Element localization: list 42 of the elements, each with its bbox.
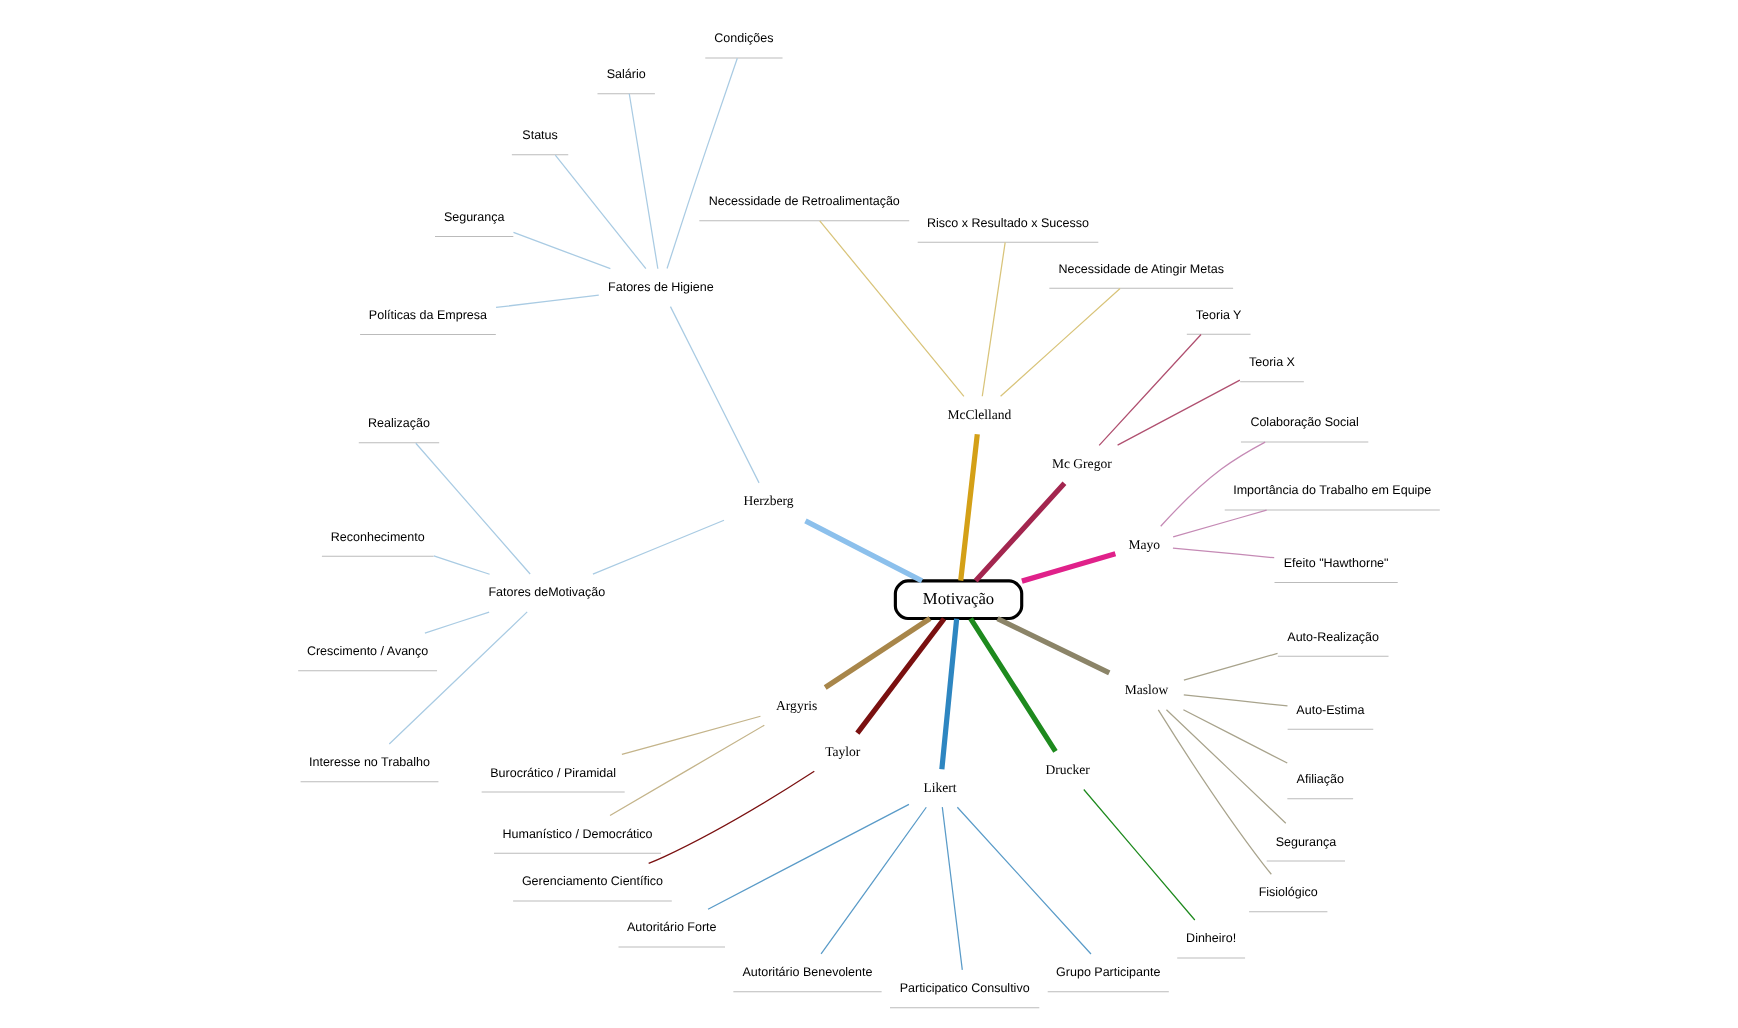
- connector: [1182, 709, 1288, 764]
- connector: [819, 220, 965, 398]
- connector: [956, 806, 1092, 955]
- connector: [804, 518, 924, 584]
- connector: [958, 434, 980, 581]
- connector: [648, 770, 815, 864]
- connector: [424, 611, 490, 634]
- connector: [1021, 551, 1117, 584]
- connector: [609, 724, 765, 817]
- connector: [981, 241, 1006, 397]
- connector: [1160, 441, 1266, 527]
- connector: [1183, 694, 1289, 707]
- connector: [628, 93, 659, 270]
- connector: [1165, 709, 1287, 824]
- connector: [666, 57, 738, 270]
- connector: [1172, 547, 1275, 559]
- connector: [495, 294, 600, 309]
- connector: [1183, 652, 1279, 681]
- connector: [1098, 333, 1202, 446]
- connector: [855, 617, 947, 735]
- connector: [415, 442, 531, 575]
- connector: [968, 617, 1058, 753]
- connector: [707, 803, 910, 910]
- connector: [820, 806, 927, 955]
- connector: [1116, 379, 1241, 446]
- connector: [999, 287, 1121, 397]
- connector: [996, 616, 1111, 676]
- connector: [1172, 509, 1268, 538]
- connector: [433, 555, 491, 575]
- connector: [1157, 709, 1272, 875]
- connector: [941, 806, 963, 971]
- connector: [512, 231, 611, 270]
- connector: [621, 715, 762, 756]
- connector: [554, 154, 647, 270]
- node-box: Motivação: [893, 579, 1024, 621]
- connector: [823, 616, 932, 690]
- connector: [592, 519, 725, 575]
- connector: [388, 611, 528, 745]
- connector: [1083, 788, 1196, 921]
- connector: [939, 618, 960, 770]
- connector: [973, 481, 1067, 583]
- connector: [669, 305, 760, 484]
